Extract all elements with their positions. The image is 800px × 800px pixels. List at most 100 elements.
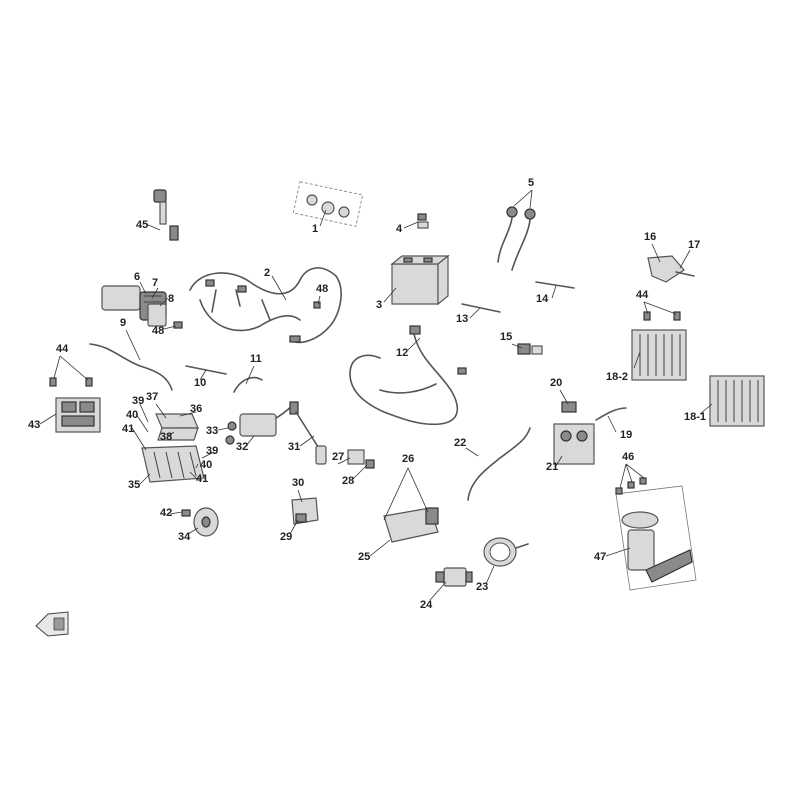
- callout-48b: 48: [316, 283, 328, 295]
- callout-18-1: 18-1: [684, 411, 706, 423]
- callout-11: 11: [250, 353, 262, 365]
- leader-line: [125, 329, 141, 361]
- callout-17: 17: [688, 239, 700, 251]
- callout-7: 7: [152, 277, 158, 289]
- callout-44b: 44: [636, 289, 649, 301]
- direction-arrow-icon: [35, 611, 69, 637]
- leader-line: [351, 465, 367, 481]
- leader-line: [607, 415, 617, 433]
- leader-line: [319, 209, 327, 227]
- leader-line: [135, 413, 149, 433]
- callout-45: 45: [136, 219, 148, 231]
- callout-42: 42: [160, 507, 172, 519]
- leader-line: [513, 189, 533, 207]
- part-15-relay: [517, 343, 543, 355]
- leader-line: [465, 447, 479, 457]
- callout-15: 15: [500, 331, 512, 343]
- callout-35: 35: [128, 479, 140, 491]
- callout-36: 36: [190, 403, 202, 415]
- leader-line: [429, 581, 447, 601]
- leader-line: [625, 463, 633, 483]
- leader-line: [407, 337, 421, 351]
- callout-32: 32: [236, 441, 248, 453]
- callout-37: 37: [146, 391, 158, 403]
- leader-line: [529, 189, 533, 209]
- leader-line: [53, 355, 61, 379]
- part-12-harness: [349, 325, 467, 426]
- leader-line: [633, 351, 641, 369]
- part-43-fuse-box: [55, 397, 101, 433]
- leader-line: [139, 281, 147, 295]
- leader-line: [155, 403, 167, 419]
- callout-5: 5: [528, 177, 534, 189]
- leader-line: [485, 565, 495, 585]
- leader-line: [643, 301, 649, 315]
- leader-line: [145, 223, 161, 231]
- part-18-1-regulator: [709, 375, 765, 427]
- callout-13: 13: [456, 313, 468, 325]
- callout-43: 43: [28, 419, 40, 431]
- leader-line: [167, 431, 175, 437]
- callout-28: 28: [342, 475, 354, 487]
- leader-line: [39, 413, 57, 425]
- part-25-26-ecu: [383, 507, 439, 543]
- leader-line: [699, 403, 713, 415]
- callout-30: 30: [292, 477, 304, 489]
- callout-41a: 41: [122, 423, 134, 435]
- leader-line: [383, 287, 397, 303]
- callout-16: 16: [644, 231, 656, 243]
- leader-line: [559, 389, 569, 405]
- leader-line: [151, 287, 159, 299]
- leader-line: [551, 285, 557, 299]
- leader-line: [469, 307, 481, 319]
- leader-line: [643, 301, 677, 315]
- part-2-main-harness: [189, 267, 342, 344]
- part-9-10-11-cables: [89, 343, 263, 393]
- leader-line: [59, 355, 89, 381]
- callout-26: 26: [402, 453, 414, 465]
- part-5-sensors: [497, 206, 536, 271]
- part-46-47-pump-assembly: [615, 477, 697, 591]
- callout-labels: 1 2 3 4 5 6 7 8 9 10 11 12 13 14 15 16 1…: [28, 177, 706, 611]
- callout-39a: 39: [132, 395, 144, 407]
- callout-34: 34: [178, 531, 191, 543]
- leader-line: [131, 427, 147, 451]
- leader-line: [403, 221, 419, 229]
- part-6-7-8-switch-cluster: [101, 285, 167, 327]
- part-32-33-ignition-coil: [225, 413, 277, 445]
- part-18-2-regulator: [631, 329, 687, 381]
- leader-line: [619, 463, 627, 489]
- callout-29: 29: [280, 531, 292, 543]
- leader-line: [625, 463, 645, 479]
- callout-23: 23: [476, 581, 488, 593]
- part-1-switch-kit: [292, 181, 364, 227]
- callout-10: 10: [194, 377, 206, 389]
- callout-2: 2: [264, 267, 270, 279]
- leader-line: [369, 539, 391, 557]
- leader-line: [289, 519, 299, 535]
- leader-line: [217, 427, 229, 431]
- leader-line: [407, 467, 429, 513]
- callout-6: 6: [134, 271, 140, 283]
- leader-line: [159, 297, 169, 307]
- part-35-relay-box: [141, 445, 205, 483]
- leader-line: [139, 403, 149, 423]
- callout-4: 4: [396, 223, 403, 235]
- part-44-bolts: [49, 311, 681, 387]
- callout-12: 12: [396, 347, 408, 359]
- leader-line: [651, 243, 661, 263]
- callout-14: 14: [536, 293, 549, 305]
- part-20-21-starter-relay: [553, 401, 595, 465]
- leader-line: [245, 365, 255, 385]
- part-34-horn: [193, 507, 219, 537]
- callout-31: 31: [288, 441, 300, 453]
- part-13-14-cables: [461, 281, 575, 313]
- part-27-28-relay: [347, 449, 375, 469]
- leader-line: [679, 249, 691, 269]
- callout-40a: 40: [126, 409, 138, 421]
- callout-9: 9: [120, 317, 126, 329]
- leader-line: [297, 489, 303, 503]
- callout-46: 46: [622, 451, 634, 463]
- callout-21: 21: [546, 461, 558, 473]
